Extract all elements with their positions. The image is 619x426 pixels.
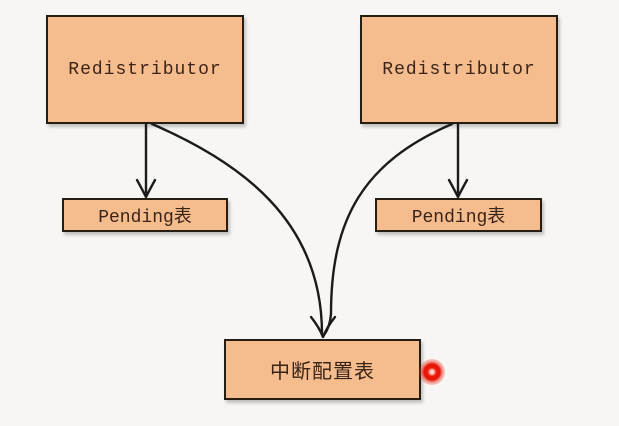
node-label: Redistributor bbox=[382, 59, 536, 80]
node-label: Pending表 bbox=[411, 208, 506, 228]
node-pending-table-left: Pending表 bbox=[62, 198, 228, 232]
node-label: Redistributor bbox=[68, 59, 222, 80]
node-interrupt-config-table: 中断配置表 bbox=[224, 339, 421, 400]
node-label: Pending表 bbox=[98, 208, 192, 228]
node-redistributor-left: Redistributor bbox=[46, 15, 244, 124]
node-redistributor-right: Redistributor bbox=[360, 15, 558, 124]
arrowhead-config-table bbox=[309, 315, 337, 339]
laser-pointer-dot bbox=[419, 359, 445, 385]
arrowhead-left-pending bbox=[135, 178, 157, 199]
arrowhead-right-pending bbox=[447, 178, 469, 199]
node-pending-table-right: Pending表 bbox=[375, 198, 542, 232]
node-label: 中断配置表 bbox=[270, 361, 375, 385]
